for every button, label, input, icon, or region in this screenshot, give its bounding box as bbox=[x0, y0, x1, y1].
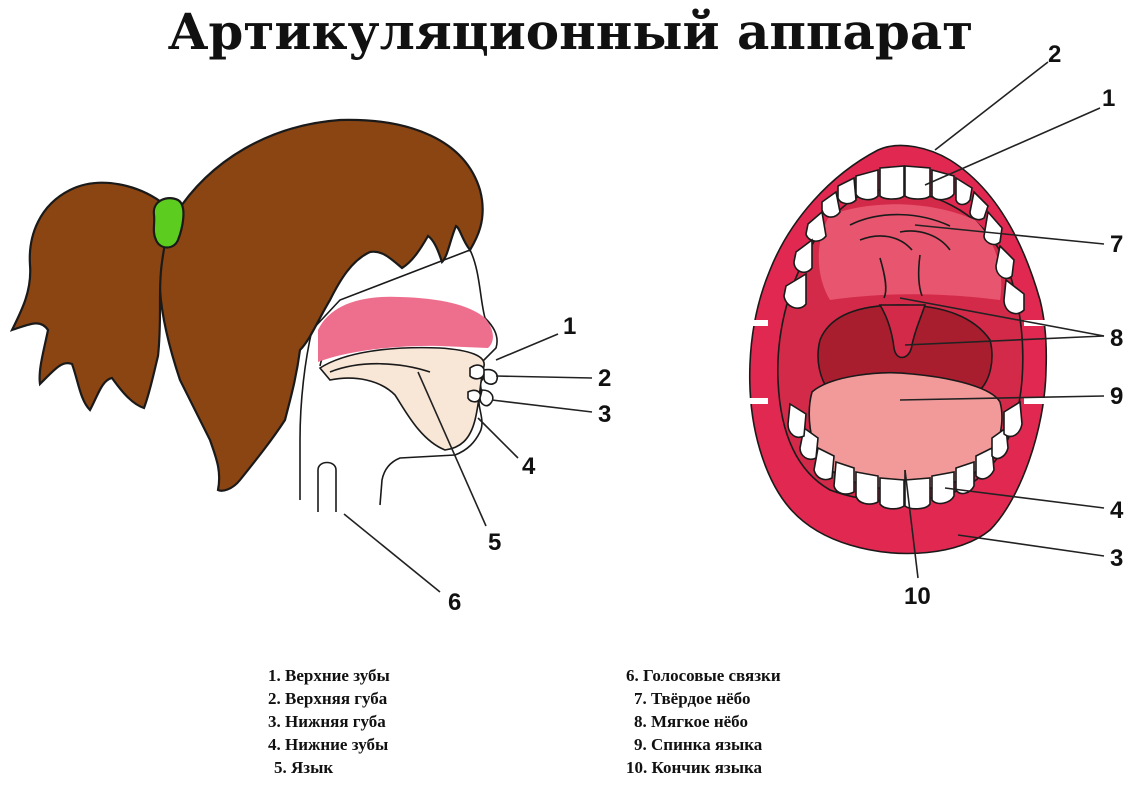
upper-teeth-small bbox=[470, 365, 484, 379]
profile-label-1: 1 bbox=[563, 313, 576, 340]
lip-corner-right-bottom bbox=[1024, 398, 1054, 404]
profile-label-5: 5 bbox=[488, 529, 501, 556]
mouth-label-10: 10 bbox=[904, 583, 931, 610]
hair-tie bbox=[154, 198, 184, 247]
legend-item-8: 8. Мягкое нёбо bbox=[626, 710, 781, 733]
leader-m1 bbox=[925, 108, 1100, 185]
lower-teeth-small bbox=[468, 390, 480, 401]
mouth-label-2: 2 bbox=[1048, 41, 1061, 68]
leader-p6 bbox=[344, 514, 440, 592]
profile-label-3: 3 bbox=[598, 401, 611, 428]
mouth-label-3: 3 bbox=[1110, 545, 1123, 572]
legend-item-7: 7. Твёрдое нёбо bbox=[626, 687, 781, 710]
mouth-label-8: 8 bbox=[1110, 325, 1123, 352]
open-mouth bbox=[738, 145, 1054, 553]
mouth-label-7: 7 bbox=[1110, 231, 1123, 258]
mouth-label-9: 9 bbox=[1110, 383, 1123, 410]
legend-item-4: 4. Нижние зубы bbox=[268, 733, 390, 756]
legend-right: 6. Голосовые связки 7. Твёрдое нёбо 8. М… bbox=[626, 664, 781, 779]
lip-corner-left-top bbox=[738, 320, 768, 326]
leader-p3 bbox=[492, 400, 592, 412]
leader-p4 bbox=[478, 418, 518, 458]
lip-corner-left-bottom bbox=[738, 398, 768, 404]
leader-p2 bbox=[496, 376, 592, 378]
legend-item-3: 3. Нижняя губа bbox=[268, 710, 390, 733]
legend-item-9: 9. Спинка языка bbox=[626, 733, 781, 756]
legend-item-10: 10. Кончик языка bbox=[626, 756, 781, 779]
ponytail bbox=[12, 183, 167, 410]
legend-item-5: 5. Язык bbox=[268, 756, 390, 779]
leader-m2 bbox=[935, 62, 1048, 150]
legend-item-2: 2. Верхняя губа bbox=[268, 687, 390, 710]
profile-label-6: 6 bbox=[448, 589, 461, 616]
legend-item-6: 6. Голосовые связки bbox=[626, 664, 781, 687]
leader-p1 bbox=[496, 334, 558, 360]
legend-item-1: 1. Верхние зубы bbox=[268, 664, 390, 687]
mouth-label-4: 4 bbox=[1110, 497, 1124, 524]
leader-m3 bbox=[958, 535, 1104, 556]
legend-left: 1. Верхние зубы 2. Верхняя губа 3. Нижня… bbox=[268, 664, 390, 779]
upper-lip-small bbox=[484, 370, 497, 384]
lower-lip-small bbox=[480, 390, 493, 406]
profile-label-2: 2 bbox=[598, 365, 611, 392]
profile-head bbox=[12, 120, 497, 512]
profile-label-4: 4 bbox=[522, 453, 536, 480]
mouth-label-1: 1 bbox=[1102, 85, 1115, 112]
